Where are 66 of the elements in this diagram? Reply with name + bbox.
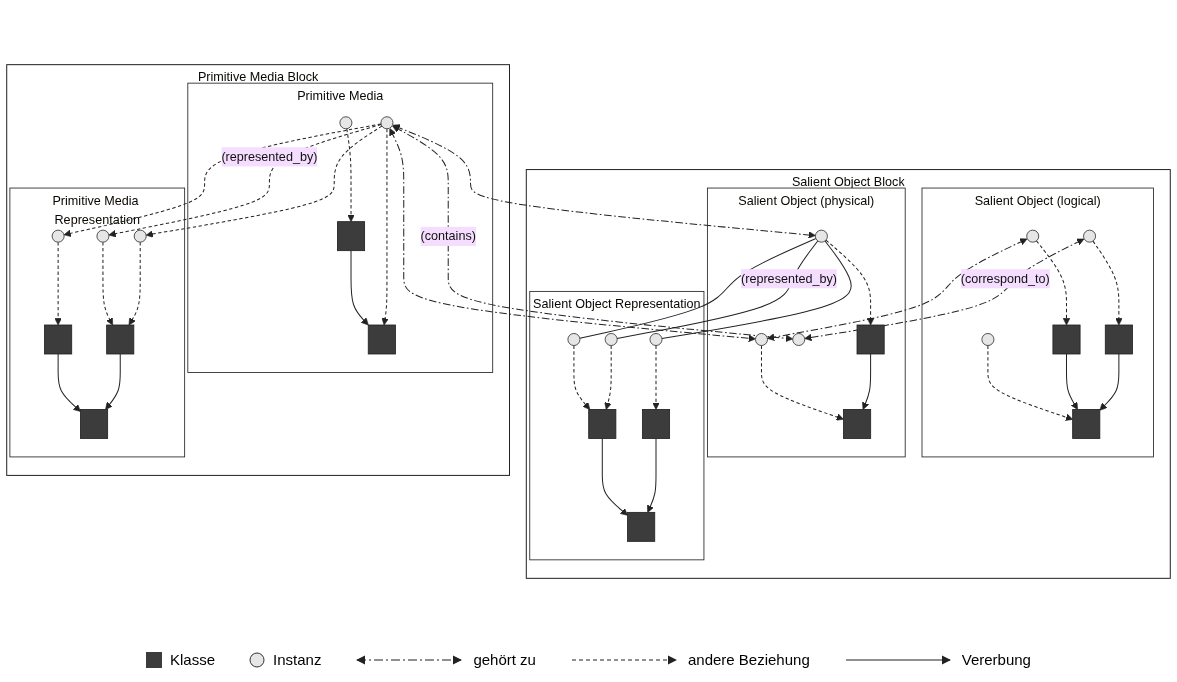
node-circle	[1026, 229, 1040, 243]
arrow	[392, 124, 816, 239]
node-circle	[604, 333, 618, 346]
node-circle	[133, 229, 147, 243]
connector	[661, 240, 852, 339]
node-circle	[567, 333, 581, 346]
arrow	[1099, 353, 1120, 411]
legend-text: gehört zu	[473, 651, 536, 668]
node-circle	[814, 229, 828, 243]
legend-text: andere Beziehung	[687, 651, 810, 668]
arrow	[573, 345, 591, 410]
arrow	[767, 238, 1028, 341]
arrow	[804, 238, 1085, 342]
arrow	[1092, 240, 1123, 326]
edge-label: (represented_by)	[741, 270, 837, 286]
node-box	[642, 409, 670, 439]
node-box	[1104, 324, 1133, 355]
legend-text: Klasse	[170, 651, 216, 668]
node-box	[80, 409, 109, 439]
legend-text: Instanz	[273, 651, 322, 668]
arrow	[825, 239, 875, 326]
edge-label: (represented_by)	[221, 148, 318, 164]
arrow	[102, 241, 113, 326]
connector	[616, 240, 819, 339]
node-box	[106, 324, 135, 355]
arrow	[350, 250, 369, 326]
node-circle	[1083, 229, 1096, 243]
arrow	[862, 353, 872, 410]
arrow	[381, 128, 389, 326]
node-circle	[649, 333, 663, 346]
node-box	[856, 324, 885, 355]
arrow	[1066, 353, 1078, 410]
connector	[579, 238, 817, 339]
node-box	[1052, 324, 1081, 355]
cluster: Salient Object Representation	[529, 290, 705, 561]
arrow	[346, 128, 355, 222]
arrow	[57, 353, 81, 412]
node-box	[44, 324, 73, 355]
node-box	[627, 511, 656, 542]
node-circle	[981, 333, 995, 346]
arrow	[145, 125, 383, 238]
arrow	[987, 345, 1073, 421]
node-box	[367, 324, 396, 355]
node-box	[588, 409, 617, 439]
arrow	[601, 437, 628, 516]
arrow	[604, 345, 612, 410]
arrow	[128, 241, 141, 326]
node-circle	[96, 229, 110, 243]
node-circle	[339, 116, 353, 130]
edge-label: (correspond_to)	[960, 270, 1050, 286]
arrow	[1035, 240, 1071, 326]
edge-label: (contains)	[420, 228, 476, 243]
arrow	[647, 437, 657, 513]
legend-text: Vererbung	[961, 651, 1031, 668]
node-box	[843, 409, 872, 439]
node-circle	[755, 333, 768, 346]
node-circle	[51, 229, 65, 243]
node-circle	[380, 116, 394, 130]
arrow	[652, 345, 660, 410]
arrow	[760, 345, 844, 421]
arrow	[54, 241, 62, 326]
node-circle	[792, 333, 806, 346]
arrow	[105, 353, 121, 410]
node-box	[1072, 409, 1101, 439]
cluster: Primitive Media Representation	[9, 187, 186, 458]
node-box	[337, 221, 366, 252]
